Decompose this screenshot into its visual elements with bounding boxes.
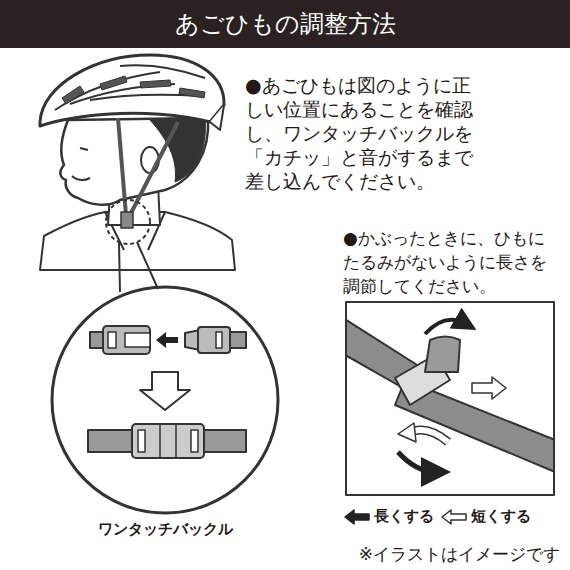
buckle-drawing <box>108 332 116 348</box>
strap-drawing <box>347 316 553 474</box>
rider-figure <box>62 76 205 104</box>
strap-drawing <box>425 337 460 373</box>
rider-figure <box>40 55 235 292</box>
adjuster-panel <box>340 302 560 495</box>
title-bar <box>0 0 570 48</box>
legend: 長くする 短くする <box>343 507 537 526</box>
rider-figure <box>60 118 208 205</box>
rider-figure <box>72 148 90 180</box>
buckle-drawing <box>216 332 222 348</box>
buckle-drawing <box>156 332 178 348</box>
legend-item: 短くする <box>440 507 531 526</box>
instruction-note: ●あごひもは図のように正しい位置にあることを確認し、ワンタッチバックルを「カチッ… <box>245 73 477 193</box>
buckle-drawing <box>191 430 198 452</box>
rider-figure <box>55 65 205 110</box>
legend-text: 短くする <box>471 507 531 526</box>
strap-drawing <box>425 320 466 334</box>
buckle-drawing <box>103 326 150 354</box>
buckle-drawing <box>88 326 246 458</box>
instruction-note: ●かぶったときに、ひもにたるみがないように長さを調節してください。 <box>343 226 551 298</box>
rider-figure <box>121 212 133 228</box>
strap-drawing <box>398 452 436 472</box>
circle-outline <box>45 280 285 517</box>
buckle-drawing <box>230 332 246 348</box>
buckle-drawing <box>125 333 150 347</box>
arrow-symbol <box>440 509 468 525</box>
legend-item: 長くする <box>343 507 434 526</box>
buckle-drawing <box>140 372 190 410</box>
buckle-drawing <box>138 430 145 452</box>
circle-outline <box>52 287 278 513</box>
buckle-drawing <box>90 332 104 348</box>
rider-figure <box>210 105 224 130</box>
buckle-drawing <box>198 327 230 353</box>
rider-figure <box>150 118 205 182</box>
node-label: ワンタッチバックル <box>45 520 285 539</box>
title-text: あごひもの調整方法 <box>0 0 570 48</box>
arrow-symbol <box>442 510 466 524</box>
strap-drawing <box>472 377 506 399</box>
footnote: ※イラストはイメージです <box>359 543 560 566</box>
rider-figure <box>106 200 150 244</box>
legend-text: 長くする <box>374 507 434 526</box>
buckle-drawing <box>132 424 204 458</box>
callout-circle: ワンタッチバックル <box>45 280 285 542</box>
buckle-drawing <box>160 424 176 458</box>
strap-drawing <box>398 423 416 442</box>
rider-figure <box>119 242 158 292</box>
rider-figure <box>40 55 224 126</box>
arrow-symbol <box>343 509 371 525</box>
arrow-symbol <box>345 510 369 524</box>
